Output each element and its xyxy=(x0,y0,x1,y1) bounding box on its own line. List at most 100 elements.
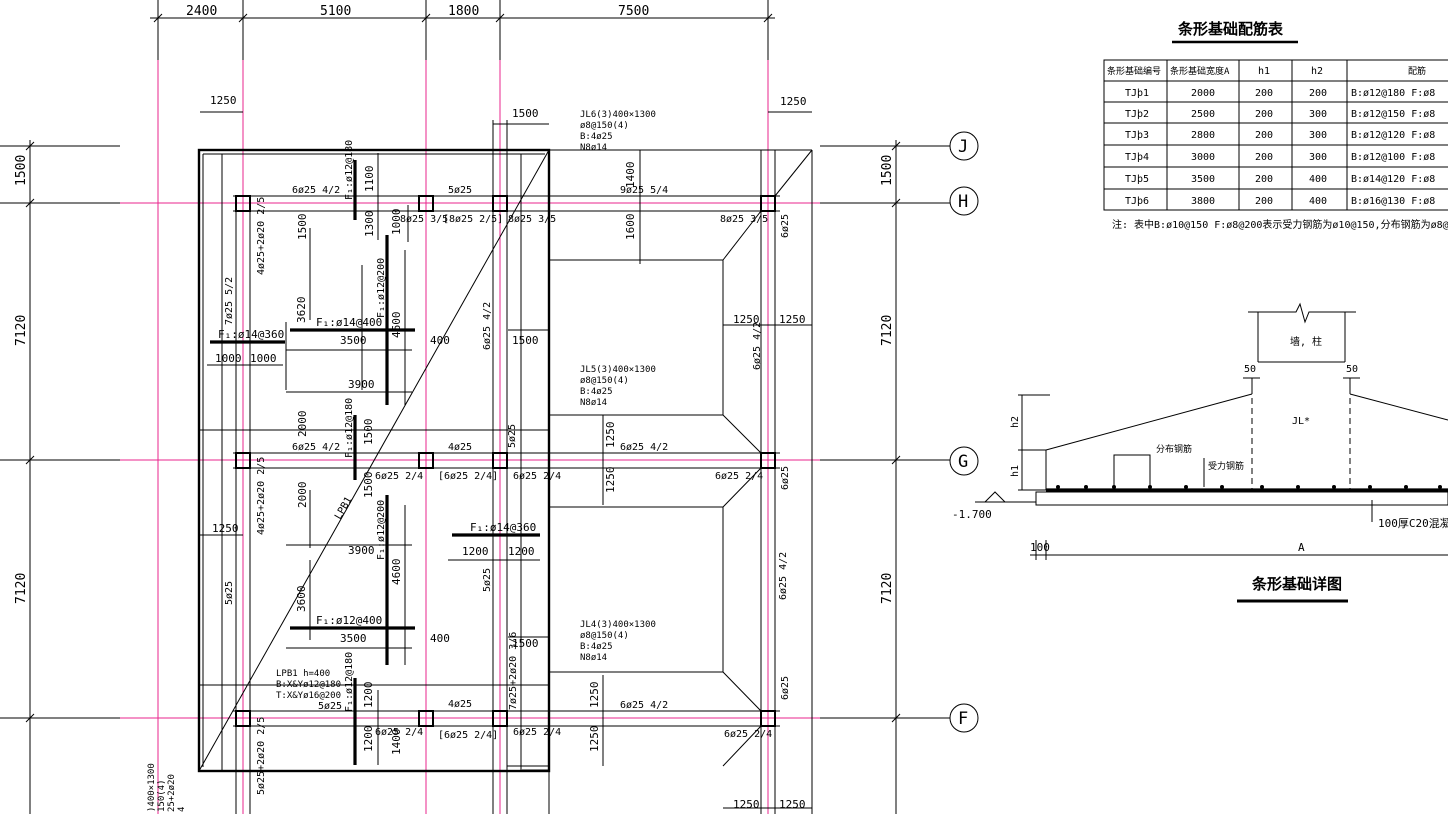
reinforcement-table: 条形基础配筋表 条形基础编号 条形基础宽度A h1 h2 配筋 TJþ1 200… xyxy=(1103,20,1448,231)
dim-3900-a: 3900 xyxy=(348,378,375,391)
dim-1000-b: 1000 xyxy=(250,352,277,365)
label-f-12-180-top: F₁:ø12@180 xyxy=(344,140,355,200)
label-br-825-25: [8ø25 2/5] xyxy=(443,214,503,225)
label-425-220-b: 4ø25+2ø20 2/5 xyxy=(256,457,267,535)
detail-elevation: -1.700 xyxy=(952,508,992,521)
beam-jl5-line3: B:4ø25 xyxy=(580,387,613,397)
left-dim-2: 7120 xyxy=(14,315,29,346)
table-cell: 2500 xyxy=(1191,109,1215,120)
table-cell: 200 xyxy=(1255,88,1273,99)
lpb1-note-line1: LPB1 h=400 xyxy=(276,669,330,679)
label-725-52: 7ø25 5/2 xyxy=(224,277,235,325)
label-525-g: 5ø25 xyxy=(507,424,518,448)
table-cell: 3000 xyxy=(1191,152,1215,163)
dim-1500-e: 1500 xyxy=(512,637,539,650)
dim-1200-v-f: 1200 xyxy=(362,726,375,753)
axis-label-h: H xyxy=(958,192,968,212)
dim-3500-a: 3500 xyxy=(340,334,367,347)
table-cell: TJþ4 xyxy=(1125,152,1149,163)
beam-jl6-line4: N8ø14 xyxy=(580,143,607,153)
label-fs-14-360-left: F₁:ø14@360 xyxy=(218,328,284,341)
left-dim-3: 7120 xyxy=(14,573,29,604)
label-lpb1: LPB1 xyxy=(333,495,355,521)
strip-footing-detail: 墙, 柱 JL* 50 50 xyxy=(952,302,1448,603)
detail-title: 条形基础详图 xyxy=(1251,575,1342,593)
dim-1250-bot-a: 1250 xyxy=(733,798,760,811)
label-8825-35-r: 8ø25 3/5 xyxy=(720,214,768,225)
label-425-g: 4ø25 xyxy=(448,442,472,453)
right-dim-1: 1500 xyxy=(880,155,895,186)
dim-400-b: 400 xyxy=(430,632,450,645)
detail-wall-label: 墙, 柱 xyxy=(1290,335,1322,348)
label-625-24-f: 6ø25 2/4 xyxy=(375,727,423,738)
label-625-42-h: 6ø25 4/2 xyxy=(292,185,340,196)
label-625-f-right: 6ø25 xyxy=(780,676,791,700)
detail-dist-bar: 分布钢筋 xyxy=(1156,443,1192,455)
beam-cut-line3: 25+2ø20 xyxy=(167,774,177,812)
detail-h1: h1 xyxy=(1010,465,1021,477)
table-cell: 300 xyxy=(1309,130,1327,141)
dim-3620: 3620 xyxy=(295,297,308,324)
beam-jl5-line4: N8ø14 xyxy=(580,398,607,408)
dim-1250-r2: 1250 xyxy=(779,313,806,326)
dim-1250-g: 1250 xyxy=(604,422,617,449)
table-cell: TJþ3 xyxy=(1125,130,1149,141)
dim-4600-a: 4600 xyxy=(390,312,403,339)
dim-1100-v: 1100 xyxy=(363,166,376,193)
dim-1500-c: 1500 xyxy=(362,419,375,446)
label-525-v-b: 5ø25 xyxy=(482,568,493,592)
detail-dim-50-b: 50 xyxy=(1346,364,1358,375)
left-dim-1: 1500 xyxy=(14,155,29,186)
plan-annotations: 1250 1500 1250 JL6(3)400×1300 ø8@150(4) … xyxy=(147,94,807,812)
dim-1200-c: 1200 xyxy=(362,682,375,709)
slab-reinforcement xyxy=(200,111,812,809)
table-cell: 400 xyxy=(1309,196,1327,207)
table-cell: 200 xyxy=(1255,109,1273,120)
table-header-h1: h1 xyxy=(1258,66,1270,77)
table-cell: 200 xyxy=(1255,174,1273,185)
axis-label-g: G xyxy=(958,452,968,472)
axis-label-j: J xyxy=(958,137,968,157)
label-625-42-g2: 6ø25 4/2 xyxy=(620,442,668,453)
top-dim-3: 1800 xyxy=(448,4,479,19)
beam-cut-line1: )400×1300 xyxy=(147,763,157,812)
top-dim-1: 2400 xyxy=(186,4,217,19)
dim-1500-top-mid: 1500 xyxy=(512,107,539,120)
label-f-12-180-mid: F₁:ø12@180 xyxy=(344,398,355,458)
detail-main-bar: 受力钢筋 xyxy=(1208,460,1244,472)
table-cell: 200 xyxy=(1309,88,1327,99)
table-cell: B:ø12@120 F:ø8 xyxy=(1351,130,1435,141)
dim-1200-b: 1200 xyxy=(508,545,535,558)
beam-jl5-line2: ø8@150(4) xyxy=(580,376,629,386)
label-f-12-180-bot: F₁:ø12@180 xyxy=(344,652,355,712)
label-525-220-c: 5ø25+2ø20 2/5 xyxy=(256,717,267,795)
table-cell: B:ø16@130 F:ø8 xyxy=(1351,196,1435,207)
detail-beam-label: JL* xyxy=(1292,416,1310,427)
dim-1500-v-a: 1500 xyxy=(296,214,309,241)
label-625-24-f2: 6ø25 2/4 xyxy=(513,727,561,738)
label-fs-12-400: F₁:ø12@400 xyxy=(316,614,382,627)
label-625-42-r2: 6ø25 4/2 xyxy=(778,552,789,600)
label-fs-14-360-right: F₁:ø14@360 xyxy=(470,521,536,534)
dim-1300-v: 1300 xyxy=(363,211,376,238)
label-525-f: 5ø25 xyxy=(318,701,342,712)
table-cell: B:ø12@180 F:ø8 xyxy=(1351,88,1435,99)
dim-1600: 1600 xyxy=(624,214,637,241)
label-625-24-g2: 6ø25 2/4 xyxy=(513,471,561,482)
dim-2000-b: 2000 xyxy=(296,482,309,509)
beam-jl5-line1: JL5(3)400×1300 xyxy=(580,365,656,375)
label-fs-12-200-b: F₁:ø12@200 xyxy=(376,500,387,560)
label-425-220-a: 4ø25+2ø20 2/5 xyxy=(256,197,267,275)
table-cell: TJþ6 xyxy=(1125,196,1149,207)
table-cell: TJþ5 xyxy=(1125,174,1149,185)
beam-jl6-line1: JL6(3)400×1300 xyxy=(580,110,656,120)
dim-1250-g2: 1250 xyxy=(604,467,617,494)
table-header-id: 条形基础编号 xyxy=(1107,65,1161,77)
label-525-h: 5ø25 xyxy=(448,185,472,196)
label-625-42-f: 6ø25 4/2 xyxy=(620,700,668,711)
table-cell: 2000 xyxy=(1191,88,1215,99)
top-dim-2: 5100 xyxy=(320,4,351,19)
right-dim-3: 7120 xyxy=(880,573,895,604)
beam-jl4-line2: ø8@150(4) xyxy=(580,631,629,641)
dim-400-a: 400 xyxy=(430,334,450,347)
